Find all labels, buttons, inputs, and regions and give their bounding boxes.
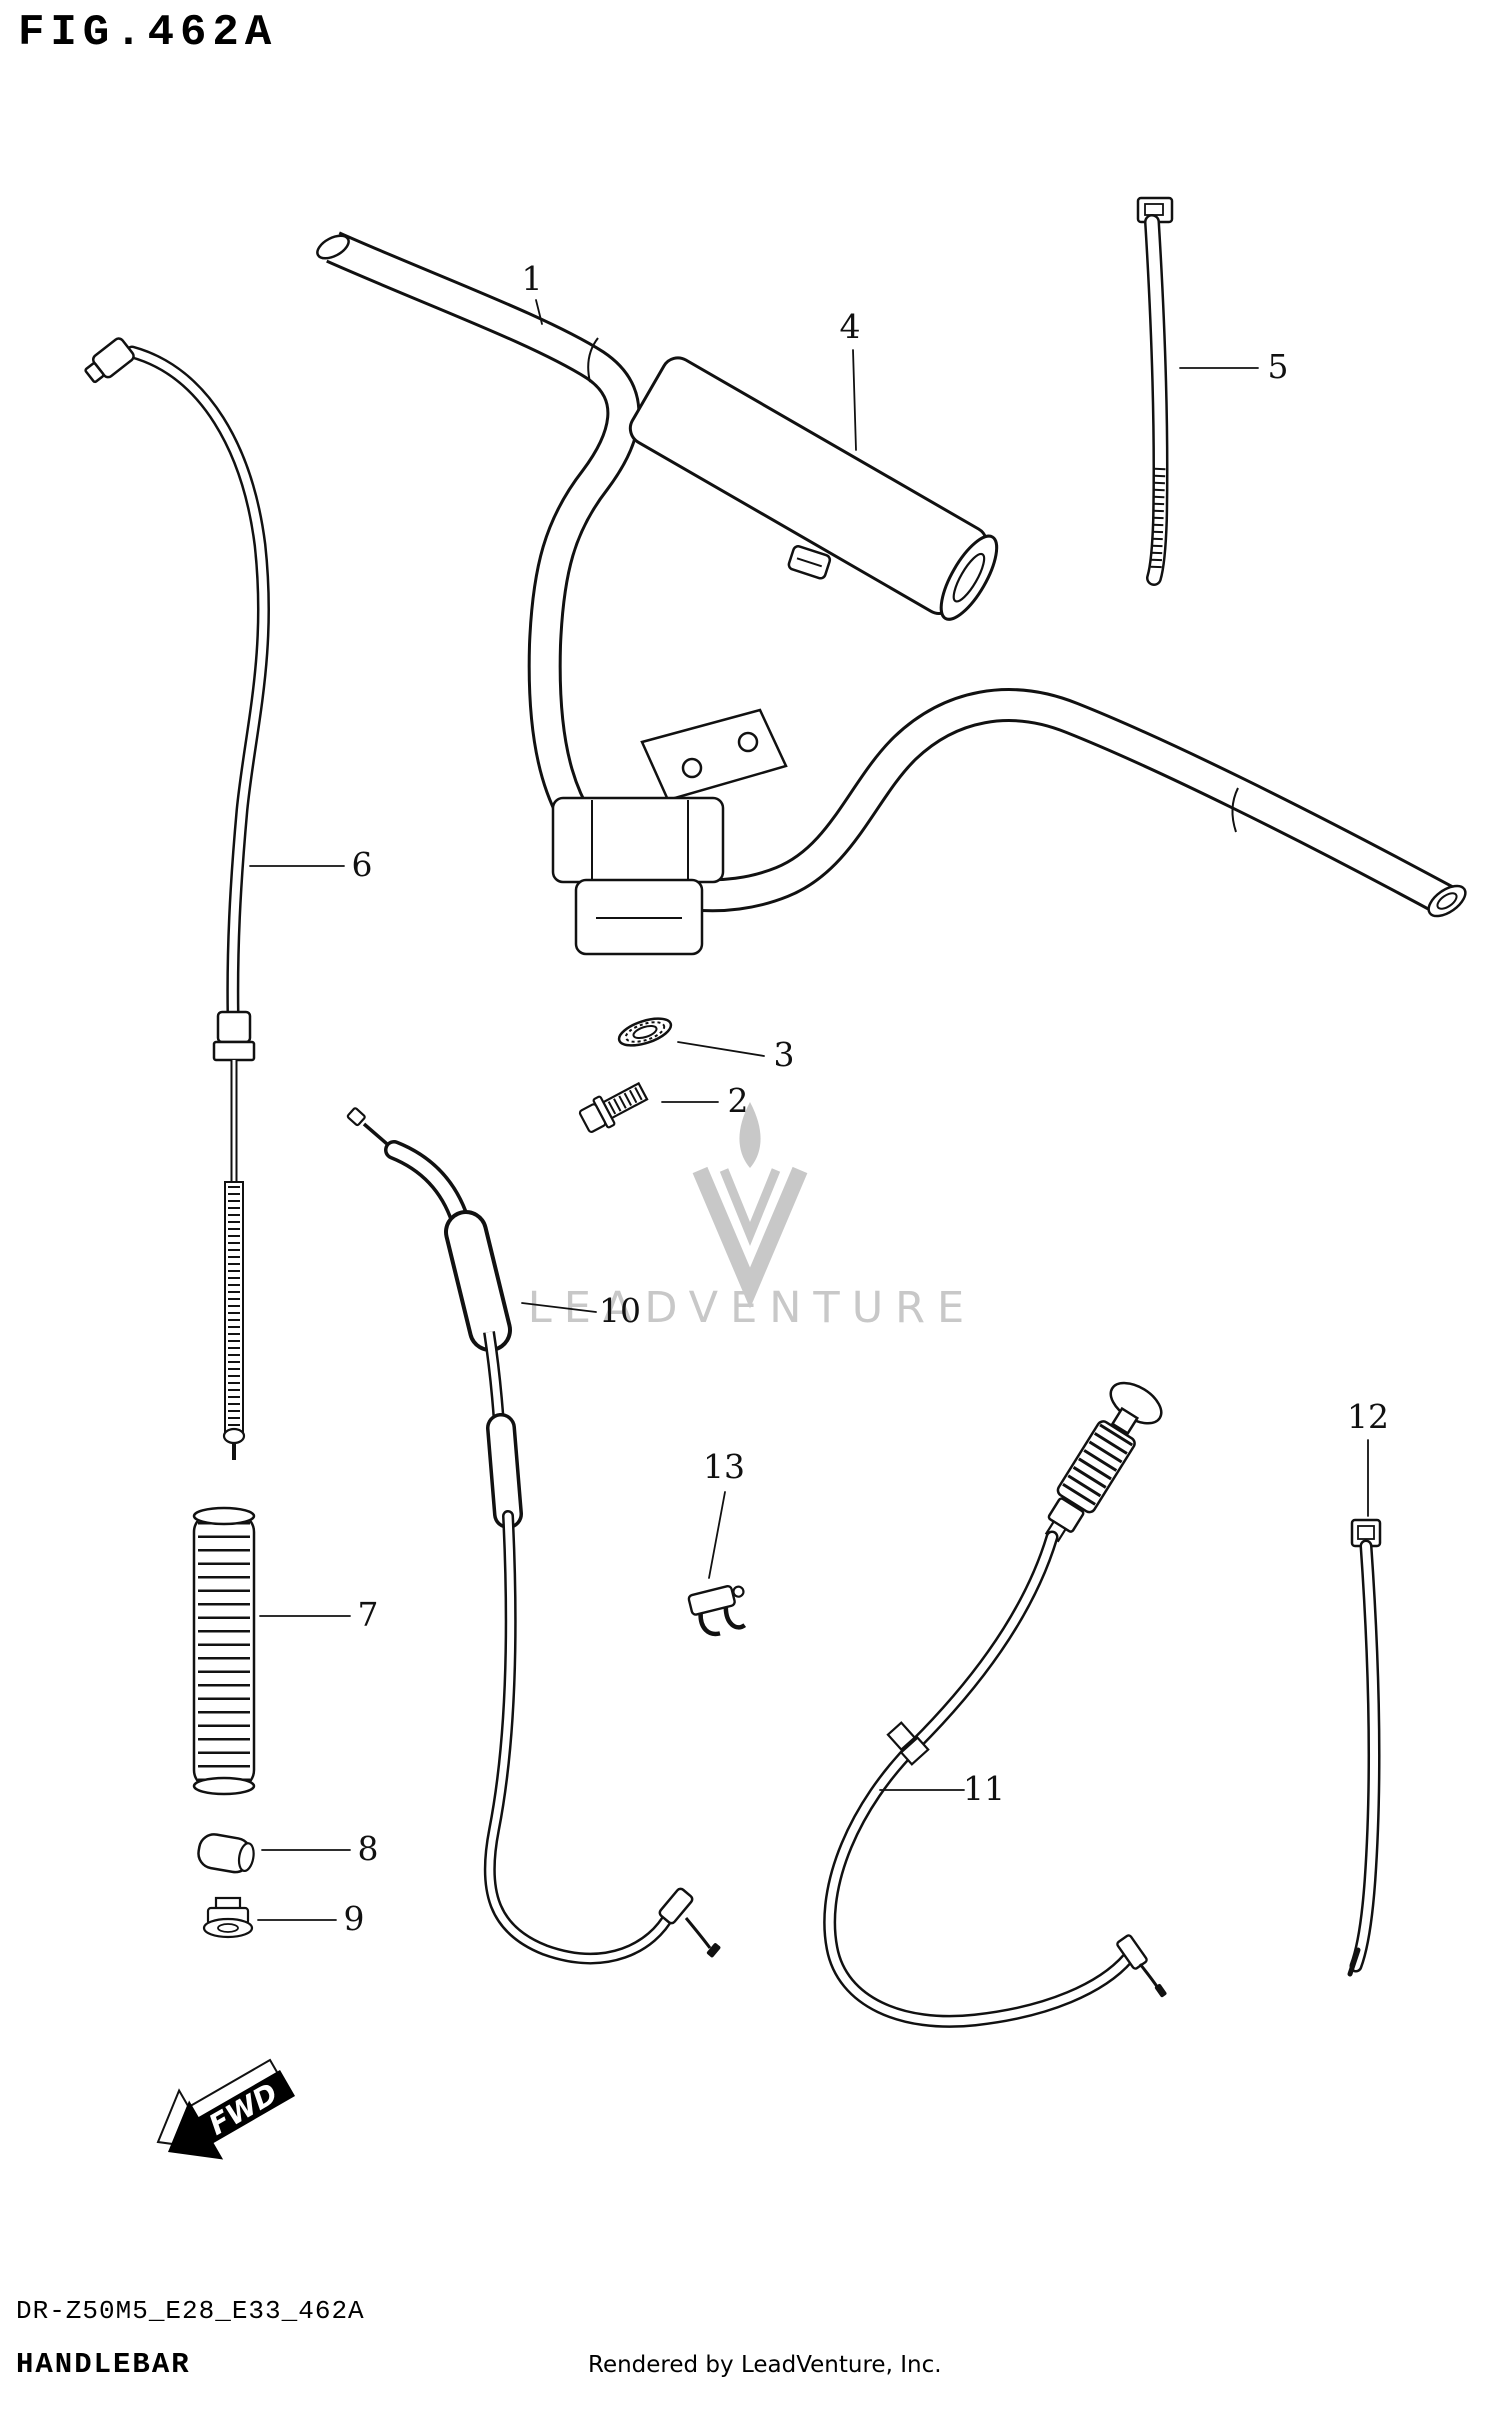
callout-label-9: 9 (344, 1899, 365, 1938)
callout-9: 9 (257, 1899, 365, 1938)
part-name-title: HANDLEBAR (16, 2348, 191, 2381)
grip-boundary-right (1231, 787, 1239, 833)
cap (197, 1833, 255, 1874)
callout-label-2: 2 (728, 1081, 749, 1120)
callout-label-13: 13 (703, 1447, 745, 1486)
callout-4: 4 (840, 307, 861, 451)
callout-13: 13 (703, 1447, 745, 1579)
cable-adjuster (212, 1010, 256, 1184)
handle-pad (628, 356, 999, 621)
cable-conduit-coil (222, 1181, 246, 1460)
spring (192, 1506, 256, 1796)
fwd-arrow: FWD (156, 2058, 296, 2160)
bar-cable-guide (787, 545, 832, 580)
callout-label-7: 7 (358, 1595, 379, 1634)
throttle-cable (346, 1107, 721, 1965)
callout-label-11: 11 (963, 1769, 1005, 1808)
drawing-code: DR-Z50M5_E28_E33_462A (16, 2296, 365, 2326)
callout-8: 8 (261, 1829, 379, 1868)
callout-label-1: 1 (522, 259, 543, 298)
callout-3: 3 (677, 1035, 795, 1074)
watermark-flame-icon (739, 1102, 761, 1168)
grip-boundary-left (587, 337, 599, 383)
bar-clamp-upper (551, 796, 725, 884)
rendered-by-credit: Rendered by LeadVenture, Inc. (588, 2352, 942, 2378)
callout-label-5: 5 (1268, 347, 1289, 386)
choke-mid-fitting (886, 1721, 930, 1766)
callout-label-3: 3 (774, 1035, 795, 1074)
callout-5: 5 (1179, 347, 1289, 386)
handlebar (316, 231, 1467, 956)
watermark-v-inner (719, 1168, 781, 1246)
callout-label-10: 10 (599, 1291, 641, 1330)
throttle-end-barrel (658, 1887, 694, 1925)
callout-7: 7 (259, 1595, 379, 1634)
clamp (687, 1585, 747, 1637)
nut (202, 1896, 254, 1939)
figure-title: FIG.462A (18, 8, 278, 58)
left-cable (84, 337, 270, 1460)
callout-label-12: 12 (1347, 1397, 1389, 1436)
watermark: LEADVENTURE (528, 1102, 976, 1333)
fwd-label: FWD (203, 2077, 283, 2142)
cable-tie (1347, 1518, 1382, 1977)
watermark-v-outer (692, 1166, 808, 1309)
cable-end-fitting (84, 337, 135, 384)
callouts: 1 4 5 6 3 2 10 (249, 259, 1389, 1938)
callout-12: 12 (1347, 1397, 1389, 1517)
callout-2: 2 (661, 1081, 749, 1120)
callout-1: 1 (522, 259, 543, 325)
choke-cable-nipple (1154, 1984, 1167, 1998)
callout-label-4: 4 (840, 307, 861, 346)
callout-11: 11 (879, 1769, 1005, 1808)
watermark-text: LEADVENTURE (528, 1283, 976, 1333)
throttle-cable-nipple (706, 1943, 721, 1958)
bolt (578, 1081, 649, 1133)
bar-bracket (640, 708, 788, 802)
fwd-arrow-shape (168, 2070, 296, 2160)
callout-6: 6 (249, 845, 373, 884)
choke-cable (823, 1381, 1167, 2028)
tie-band (1136, 196, 1174, 586)
callout-label-6: 6 (352, 845, 373, 884)
callout-10: 10 (521, 1291, 641, 1330)
bar-left-end-cap (316, 234, 350, 260)
washer-clamp (617, 1017, 673, 1047)
throttle-inner-tip (346, 1107, 366, 1127)
callout-label-8: 8 (358, 1829, 379, 1868)
choke-knob (1044, 1381, 1163, 1543)
